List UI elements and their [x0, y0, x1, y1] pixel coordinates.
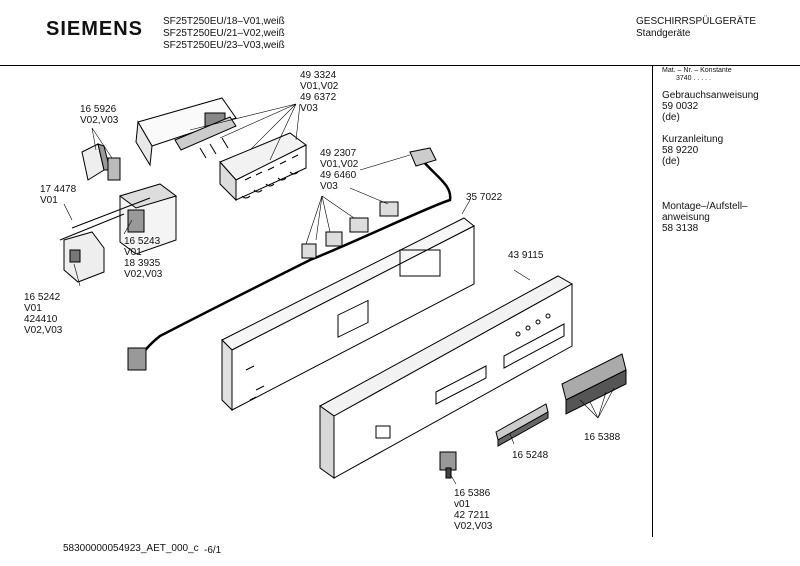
- part-label: 43 9115: [508, 250, 543, 261]
- part-number: 49 6460: [320, 170, 357, 181]
- sidebar-heading: Mat. – Nr. – Konstante 3740 . . . . .: [662, 67, 732, 83]
- part-label: 49 2307 V01,V02 49 6460 V03: [320, 148, 358, 192]
- part-number: 17 4478: [40, 184, 77, 195]
- brand-logo: SIEMENS: [46, 18, 144, 40]
- button-strip-drawing: [561, 353, 627, 415]
- doc-entry: Gebrauchsanweisung 59 0032 (de): [662, 90, 759, 123]
- model-line: SF25T250EU/18–V01,weiß: [163, 16, 285, 27]
- part-variant: V01,V02: [320, 159, 359, 170]
- doc-line: 58 3138: [662, 223, 699, 234]
- part-number: 16 5388: [584, 432, 621, 443]
- front-fascia-drawing: [319, 275, 574, 479]
- part-number: 16 5242: [24, 292, 61, 303]
- document-id: 58300000054923_AET_000_c: [63, 543, 199, 554]
- part-variant: V03: [320, 181, 338, 192]
- category-subtitle: Standgeräte: [636, 28, 691, 39]
- part-label: 16 5386 v01 42 7211 V02,V03: [454, 488, 492, 532]
- part-variant: v01: [454, 499, 471, 510]
- part-variant: V01: [124, 247, 142, 258]
- doc-line: anweisung: [662, 212, 710, 223]
- part-number: 424410: [24, 314, 58, 325]
- part-variant: V01: [24, 303, 42, 314]
- part-label: 16 5248: [512, 450, 548, 461]
- page-number: -6/1: [204, 545, 222, 556]
- doc-line: (de): [662, 112, 680, 123]
- part-number: 49 2307: [320, 148, 357, 159]
- leader-lines: [63, 103, 615, 485]
- doc-title: Kurzanleitung: [662, 134, 724, 145]
- cable-harness-drawing: [127, 147, 452, 371]
- cover-strip-drawing: [495, 403, 549, 447]
- doc-title: Gebrauchsanweisung: [662, 90, 759, 101]
- part-variant: V02,V03: [124, 269, 163, 280]
- knob-part-drawing: [439, 451, 457, 479]
- model-line: SF25T250EU/23–V03,weiß: [163, 40, 285, 51]
- doc-line: 59 0032: [662, 101, 699, 112]
- part-number: 49 3324: [300, 70, 337, 81]
- part-number: 49 6372: [300, 92, 337, 103]
- part-number: 16 5248: [512, 450, 549, 461]
- doc-line: 58 9220: [662, 145, 699, 156]
- sidebar-heading-value: 3740 . . . . .: [676, 75, 712, 82]
- model-list: SF25T250EU/18–V01,weiß SF25T250EU/21–V02…: [163, 16, 285, 52]
- left-module-drawing: [59, 183, 178, 283]
- sidebar-heading-label: Mat. – Nr. – Konstante: [662, 67, 732, 74]
- switch-part-drawing: [81, 143, 121, 181]
- part-label: 16 5243 V01 18 3935 V02,V03: [124, 236, 162, 280]
- part-variant: V02,V03: [80, 115, 119, 126]
- doc-entry: Montage–/Aufstell– anweisung 58 3138: [662, 201, 748, 234]
- part-variant: V02,V03: [454, 521, 493, 532]
- part-number: 16 5386: [454, 488, 491, 499]
- sidebar-divider: [652, 65, 653, 537]
- part-variant: V01: [40, 195, 58, 206]
- electronics-module-drawing: [135, 97, 307, 202]
- part-number: 16 5926: [80, 104, 117, 115]
- part-number: 42 7211: [454, 510, 490, 521]
- part-label: 16 5388: [584, 432, 620, 443]
- model-line: SF25T250EU/21–V02,weiß: [163, 28, 285, 39]
- part-label: 16 5242 V01 424410 V02,V03: [24, 292, 62, 336]
- part-label: 35 7022: [466, 192, 502, 203]
- part-number: 35 7022: [466, 192, 503, 203]
- part-label: 49 3324 V01,V02 49 6372 V03: [300, 70, 338, 114]
- doc-title: Montage–/Aufstell–: [662, 201, 748, 212]
- category-title: GESCHIRRSPÜLGERÄTE: [636, 16, 757, 27]
- part-number: 18 3935: [124, 258, 161, 269]
- part-variant: V01,V02: [300, 81, 339, 92]
- rear-panel-drawing: [221, 217, 475, 412]
- part-number: 43 9115: [508, 250, 544, 261]
- part-variant: V03: [300, 103, 318, 114]
- doc-entry: Kurzanleitung 58 9220 (de): [662, 134, 723, 167]
- part-number: 16 5243: [124, 236, 161, 247]
- category-block: GESCHIRRSPÜLGERÄTE Standgeräte: [636, 16, 756, 40]
- part-label: 17 4478 V01: [40, 184, 76, 206]
- part-label: 16 5926 V02,V03: [80, 104, 118, 126]
- part-variant: V02,V03: [24, 325, 63, 336]
- header-divider: [0, 65, 800, 66]
- doc-line: (de): [662, 156, 680, 167]
